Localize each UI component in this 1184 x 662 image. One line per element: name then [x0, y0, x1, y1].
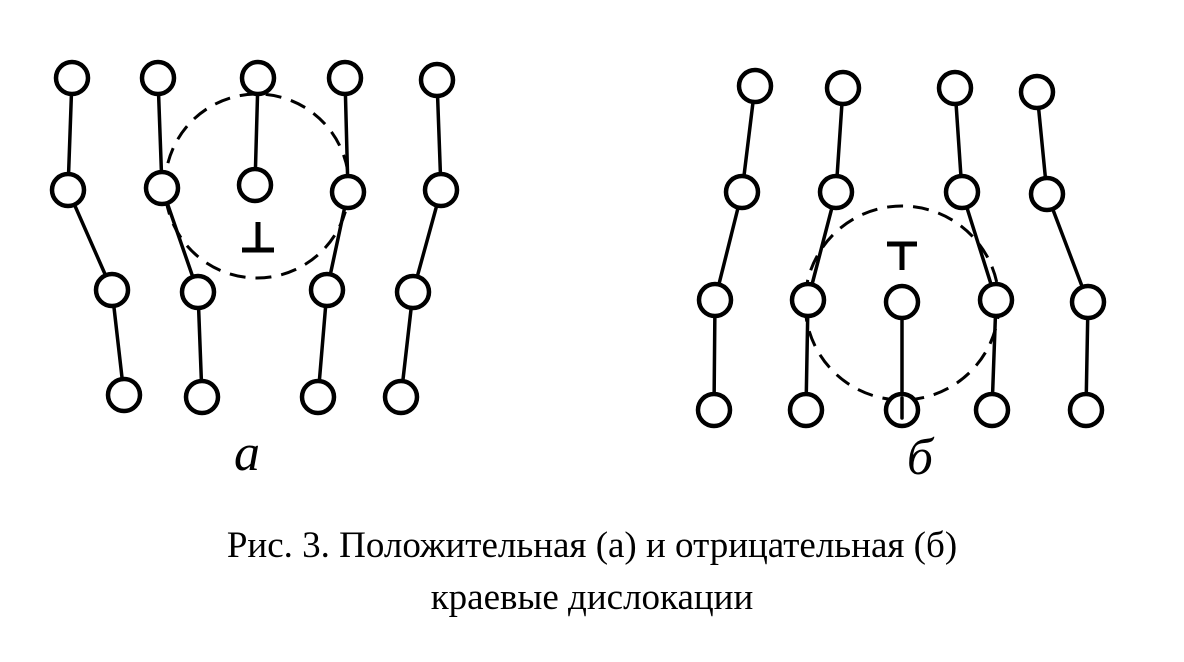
bond: [1045, 192, 1090, 304]
atom: [299, 378, 337, 416]
caption-line-1: Рис. 3. Положительная (а) и отрицательна…: [226, 525, 958, 566]
panel-a-atoms: [49, 59, 460, 416]
panel-b-label: б: [907, 429, 935, 486]
atom: [695, 391, 733, 429]
bond: [713, 190, 744, 302]
atom: [824, 69, 862, 107]
panel-a-bonds: [66, 76, 443, 399]
atom: [723, 173, 761, 211]
caption-line-2: краевые дислокации: [430, 577, 754, 618]
atom: [973, 391, 1011, 429]
bond: [990, 298, 998, 412]
positive-dislocation-symbol: [242, 222, 274, 253]
atom: [394, 273, 432, 311]
atom: [696, 281, 734, 319]
panel-b-atoms: [695, 67, 1107, 429]
atom: [49, 171, 87, 209]
atom: [943, 173, 981, 211]
atom: [236, 166, 274, 204]
atom: [382, 378, 420, 416]
atom: [817, 173, 855, 211]
atom: [1018, 73, 1056, 111]
figure-caption: Рис. 3. Положительная (а) и отрицательна…: [0, 520, 1184, 624]
bond: [66, 76, 74, 192]
dislocation-figure: а: [49, 59, 1107, 486]
atom: [1067, 391, 1105, 429]
atom: [1069, 283, 1107, 321]
atom: [239, 59, 277, 97]
bond: [712, 298, 717, 412]
panel-a: а: [49, 59, 460, 482]
atom: [418, 61, 456, 99]
atom: [736, 67, 774, 105]
atom: [789, 281, 827, 319]
bond: [343, 76, 350, 194]
atom: [308, 271, 346, 309]
atom: [326, 59, 364, 97]
panel-b: б: [695, 67, 1107, 486]
atom: [1028, 175, 1066, 213]
atom: [179, 273, 217, 311]
atom: [139, 59, 177, 97]
bond: [435, 78, 443, 192]
atom: [936, 69, 974, 107]
atom: [93, 271, 131, 309]
atom: [787, 391, 825, 429]
atom: [183, 378, 221, 416]
bond: [156, 76, 164, 190]
atom: [422, 171, 460, 209]
negative-dislocation-symbol: [887, 241, 917, 270]
atom: [329, 173, 367, 211]
atom: [883, 283, 921, 321]
atom: [53, 59, 91, 97]
atom: [977, 281, 1015, 319]
panel-a-label: а: [234, 425, 260, 482]
atom: [105, 376, 143, 414]
atom: [143, 169, 181, 207]
